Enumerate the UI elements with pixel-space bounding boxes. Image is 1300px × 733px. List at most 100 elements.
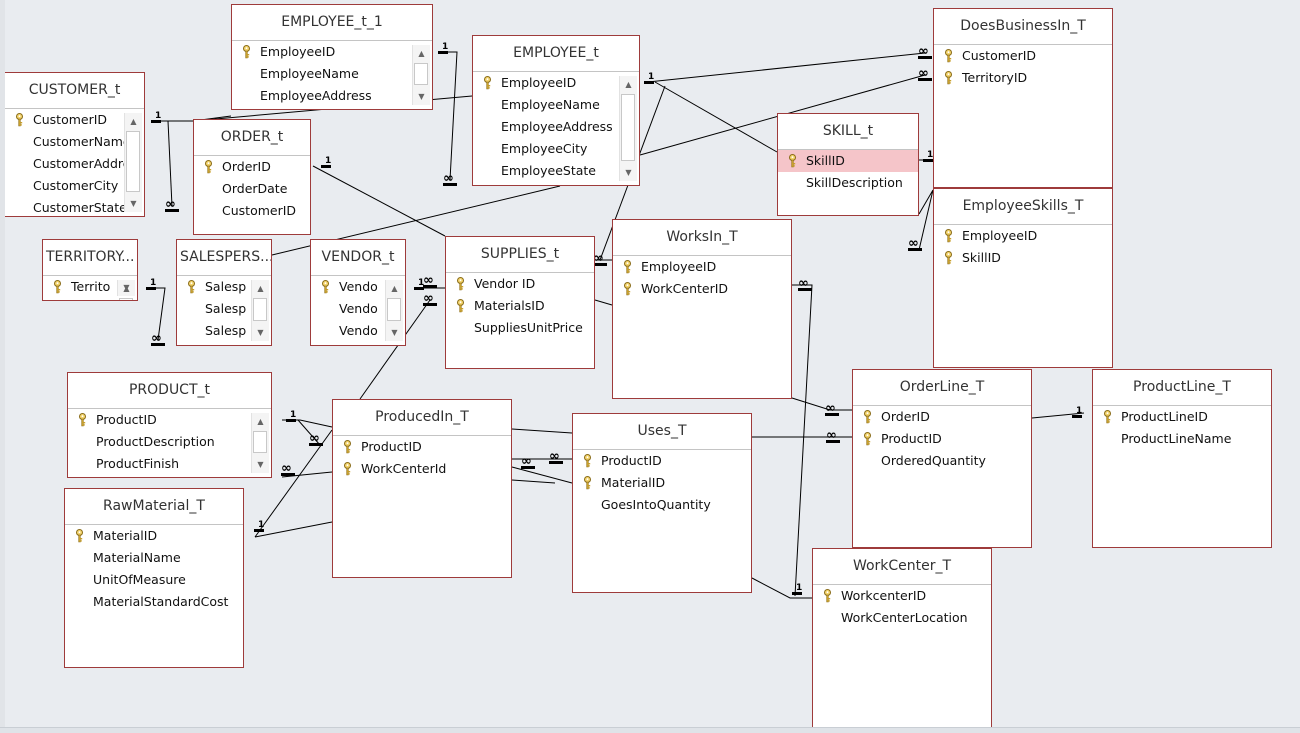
relationship-line-r22[interactable]	[282, 419, 333, 428]
field-scrollbar[interactable]: ▲▼	[251, 280, 269, 341]
field-row[interactable]: SkillID	[778, 150, 918, 172]
table-territory[interactable]: TERRITORY...Territo▲▼	[42, 239, 138, 301]
field-row[interactable]: WorkCenterID	[613, 278, 791, 300]
field-row[interactable]: EmployeeID	[473, 72, 619, 94]
field-row[interactable]: UnitOfMeasure	[65, 569, 243, 591]
table-title[interactable]: TERRITORY...	[43, 240, 137, 276]
table-title[interactable]: EMPLOYEE_t	[473, 36, 639, 72]
field-row[interactable]: EmployeeCity	[473, 138, 619, 160]
table-title[interactable]: DoesBusinessIn_T	[934, 9, 1112, 45]
scroll-down-arrow-icon[interactable]: ▼	[418, 92, 425, 101]
field-row[interactable]: EmployeeID	[232, 41, 412, 63]
table-title[interactable]: EmployeeSkills_T	[934, 189, 1112, 225]
table-title[interactable]: VENDOR_t	[311, 240, 405, 276]
table-title[interactable]: CUSTOMER_t	[5, 73, 144, 109]
scroll-up-arrow-icon[interactable]: ▲	[130, 117, 137, 126]
table-title[interactable]: Uses_T	[573, 414, 751, 450]
field-row[interactable]: EmployeeID	[934, 225, 1112, 247]
field-row[interactable]: ProductID	[853, 428, 1031, 450]
relationship-line-r17[interactable]	[792, 284, 813, 597]
field-row[interactable]: WorkcenterID	[813, 585, 991, 607]
field-row[interactable]: Salesp	[177, 276, 251, 298]
field-row[interactable]: ProductID	[573, 450, 751, 472]
field-row[interactable]: MaterialID	[573, 472, 751, 494]
field-row[interactable]: OrderDate	[194, 178, 310, 200]
table-title[interactable]: WorkCenter_T	[813, 549, 991, 585]
field-row[interactable]: Vendo	[311, 320, 385, 342]
field-scrollbar[interactable]: ▲▼	[251, 413, 269, 473]
field-row[interactable]: ProductDescription	[68, 431, 251, 453]
field-scrollbar[interactable]: ▲▼	[412, 45, 430, 105]
field-row[interactable]: CustomerAddre	[5, 153, 124, 175]
field-row[interactable]: ProductFinish	[68, 453, 251, 475]
field-row[interactable]: ProductID	[333, 436, 511, 458]
field-row[interactable]: GoesIntoQuantity	[573, 494, 751, 516]
field-row[interactable]: SkillDescription	[778, 172, 918, 194]
relationship-line-r13[interactable]	[312, 165, 446, 237]
field-row[interactable]: SuppliesUnitPrice	[446, 317, 594, 339]
relationship-line-r2[interactable]	[167, 120, 173, 207]
scroll-down-arrow-icon[interactable]: ▼	[130, 199, 137, 208]
field-row[interactable]: EmployeeAddress	[232, 85, 412, 107]
field-row[interactable]: MaterialName	[65, 547, 243, 569]
field-scrollbar[interactable]: ▲▼	[124, 113, 142, 212]
table-title[interactable]: ProducedIn_T	[333, 400, 511, 436]
scroll-thumb[interactable]	[414, 63, 428, 85]
relationship-line-r9[interactable]	[918, 189, 934, 251]
field-row[interactable]: Salesp	[177, 320, 251, 342]
scroll-down-arrow-icon[interactable]: ▼	[625, 168, 632, 177]
table-title[interactable]: ProductLine_T	[1093, 370, 1271, 406]
field-row[interactable]: MaterialID	[65, 525, 243, 547]
table-title[interactable]: OrderLine_T	[853, 370, 1031, 406]
relationship-line-r5[interactable]	[647, 52, 926, 83]
relationship-line-r20[interactable]	[511, 428, 573, 434]
field-row[interactable]: CustomerCity	[5, 175, 124, 197]
field-row[interactable]: EmployeeAddress	[473, 116, 619, 138]
relationship-line-r16[interactable]	[594, 299, 613, 306]
field-row[interactable]: WorkCenterLocation	[813, 607, 991, 629]
field-row[interactable]: CustomerName	[5, 131, 124, 153]
scroll-up-arrow-icon[interactable]: ▲	[391, 284, 398, 293]
field-row[interactable]: EmployeeName	[473, 94, 619, 116]
field-scrollbar[interactable]: ▲▼	[117, 280, 135, 300]
field-row[interactable]: Salesp	[177, 298, 251, 320]
field-row[interactable]: Vendo	[311, 276, 385, 298]
field-row[interactable]: OrderID	[194, 156, 310, 178]
field-row[interactable]: ProductLineName	[1093, 428, 1271, 450]
scroll-thumb[interactable]	[621, 94, 635, 161]
relationship-line-r14[interactable]	[150, 287, 166, 341]
table-title[interactable]: SALESPERS...	[177, 240, 271, 276]
relationship-line-r28[interactable]	[254, 521, 333, 538]
field-row[interactable]: EmployeeID	[613, 256, 791, 278]
field-row[interactable]: CustomerID	[934, 45, 1112, 67]
field-row[interactable]: CustomerID	[194, 200, 310, 222]
scroll-thumb[interactable]	[126, 131, 140, 192]
table-title[interactable]: EMPLOYEE_t_1	[232, 5, 432, 41]
field-row[interactable]: MaterialsID	[446, 295, 594, 317]
field-row[interactable]: EmployeeName	[232, 63, 412, 85]
relationship-line-r24[interactable]	[281, 471, 333, 478]
